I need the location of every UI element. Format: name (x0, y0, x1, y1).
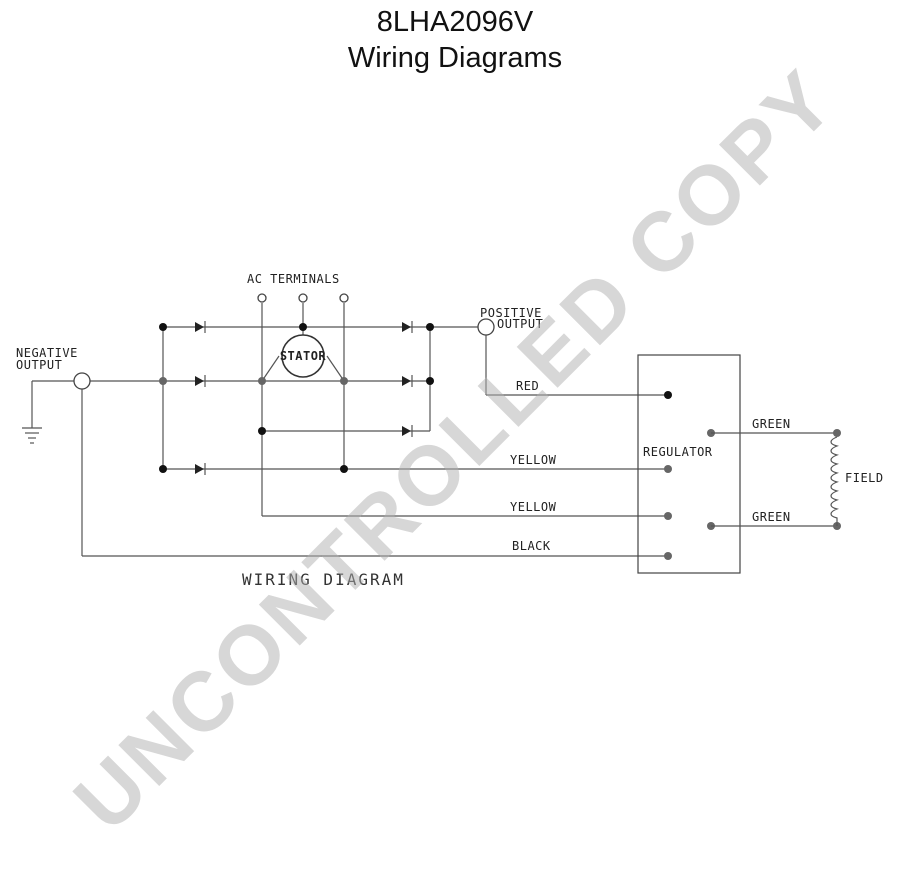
diode-top-right (402, 321, 413, 333)
green-wire-label-2: GREEN (752, 510, 791, 524)
diode-lower-right (402, 425, 413, 437)
ground-symbol (22, 381, 42, 444)
diode-bottom-left (195, 463, 206, 475)
regulator-label: REGULATOR (643, 445, 713, 459)
yellow-wire-label-2: YELLOW (510, 500, 557, 514)
diagram-model-title: 8LHA2096V (376, 6, 534, 38)
negative-output-label: NEGATIVE (16, 346, 78, 360)
field-coil (830, 436, 840, 526)
stator: STATOR (280, 334, 327, 378)
regulator-box (637, 354, 741, 574)
green-wire-label-1: GREEN (752, 417, 791, 431)
red-wire-label: RED (516, 379, 539, 393)
ac-terminal-3 (339, 293, 349, 303)
diode-middle-left (195, 375, 206, 387)
ac-terminal-2 (298, 293, 308, 303)
diagram-subtitle: Wiring Diagrams (347, 42, 563, 74)
title-block: 8LHA2096V Wiring Diagrams (0, 4, 910, 76)
stator-label: STATOR (280, 349, 327, 363)
yellow-wire-label-1: YELLOW (510, 453, 557, 467)
diode-top-left (195, 321, 206, 333)
black-wire-label: BLACK (512, 539, 551, 553)
negative-output-label-2: OUTPUT (16, 358, 62, 372)
positive-output-terminal (477, 318, 495, 336)
diode-middle-right (402, 375, 413, 387)
positive-output-label-2: OUTPUT (497, 317, 543, 331)
field-label: FIELD (845, 471, 884, 485)
positive-output-label: POSITIVE (480, 306, 542, 320)
ac-terminal-1 (257, 293, 267, 303)
negative-output-terminal (73, 372, 91, 390)
ac-terminals-label: AC TERMINALS (247, 272, 340, 286)
diagram-caption: WIRING DIAGRAM (242, 570, 405, 589)
